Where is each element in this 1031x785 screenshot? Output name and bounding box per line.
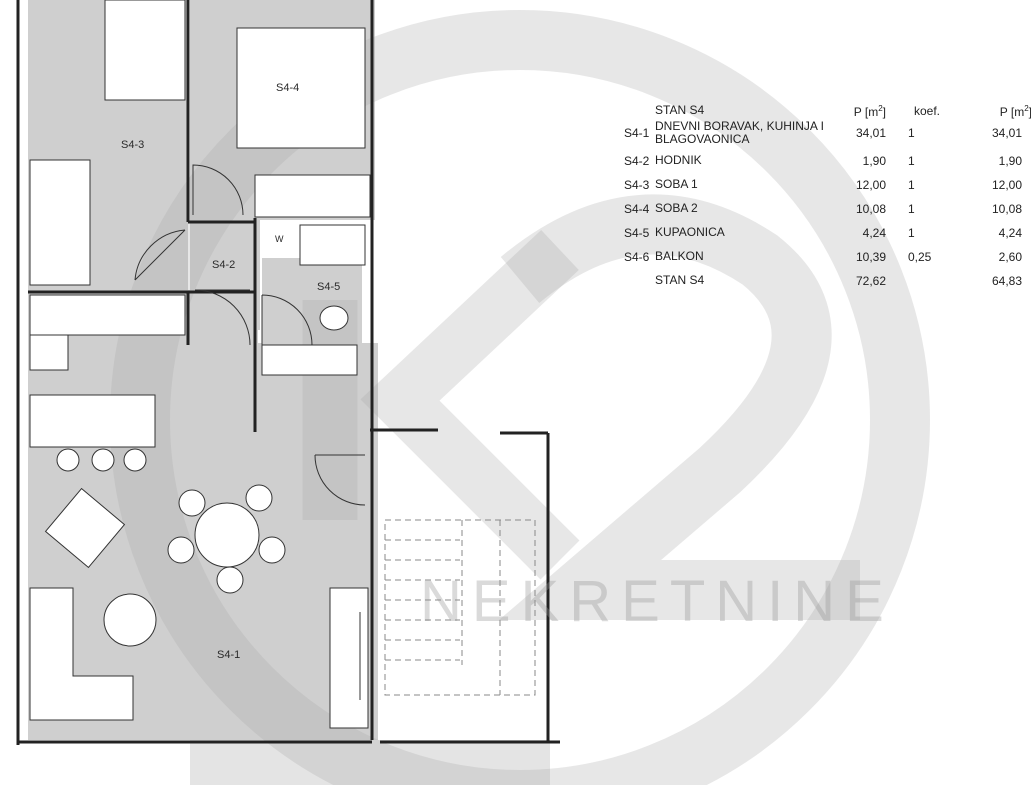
- table-row: S4-3 SOBA 1 12,00 1 12,00: [624, 177, 1022, 193]
- area-table: STAN S4 P [m2] koef. P [m2] S4-1 DNEVNI …: [620, 103, 1031, 298]
- room-label-s4-1: S4-1: [217, 649, 240, 661]
- room-label-s4-3: S4-3: [121, 139, 144, 151]
- table-row: S4-5 KUPAONICA 4,24 1 4,24: [624, 225, 1022, 241]
- room-labels: S4-3 S4-4 S4-2 S4-5 S4-1 W: [121, 82, 340, 661]
- room-label-s4-5: S4-5: [317, 281, 340, 293]
- kitchen-counter: [29, 294, 186, 336]
- sofa: [29, 587, 134, 721]
- room-label-s4-2: S4-2: [212, 259, 235, 271]
- dining-chair: [167, 536, 195, 564]
- walls: [16, 0, 560, 745]
- col-header-net: P [m2]: [999, 104, 1031, 119]
- furniture: [29, 0, 371, 729]
- table-row: S4-6 BALKON 10,39 0,25 2,60: [624, 249, 1022, 265]
- table-row: S4-4 SOBA 2 10,08 1 10,08: [624, 201, 1022, 217]
- desk: [104, 0, 186, 101]
- armchair: [44, 487, 126, 569]
- watermark-text: NEKRETNINE: [420, 569, 894, 634]
- bar-stool: [56, 448, 80, 472]
- staircase: [384, 519, 536, 696]
- bar-stool: [123, 448, 147, 472]
- dining-table: [194, 502, 260, 568]
- wardrobe: [254, 174, 371, 218]
- doors: [134, 164, 366, 506]
- table-title: STAN S4: [655, 103, 705, 117]
- bar-stool: [91, 448, 115, 472]
- dining-chair: [216, 566, 244, 594]
- coffee-table: [103, 593, 157, 647]
- shower: [299, 224, 366, 266]
- kitchen-island: [29, 394, 156, 448]
- bed-double: [236, 27, 366, 149]
- stove: [29, 334, 69, 371]
- table-row: S4-2 HODNIK 1,90 1 1,90: [624, 153, 1022, 169]
- table-header: STAN S4 P [m2] koef. P [m2]: [620, 103, 1031, 120]
- tv-unit: [329, 587, 369, 729]
- dining-chair: [178, 489, 206, 517]
- col-header-koef: koef.: [914, 104, 941, 118]
- washbasin: [261, 344, 358, 376]
- washer-label: W: [275, 234, 284, 244]
- dining-chair: [258, 536, 286, 564]
- toilet: [319, 305, 349, 331]
- col-header-area: P [m2]: [853, 104, 886, 119]
- table-total-row: STAN S4 72,62 64,83: [655, 273, 1022, 289]
- bed-single: [29, 159, 91, 286]
- table-row: S4-1 DNEVNI BORAVAK, KUHINJA I BLAGOVAON…: [624, 119, 1022, 146]
- dining-chair: [245, 484, 273, 512]
- room-label-s4-4: S4-4: [276, 82, 299, 94]
